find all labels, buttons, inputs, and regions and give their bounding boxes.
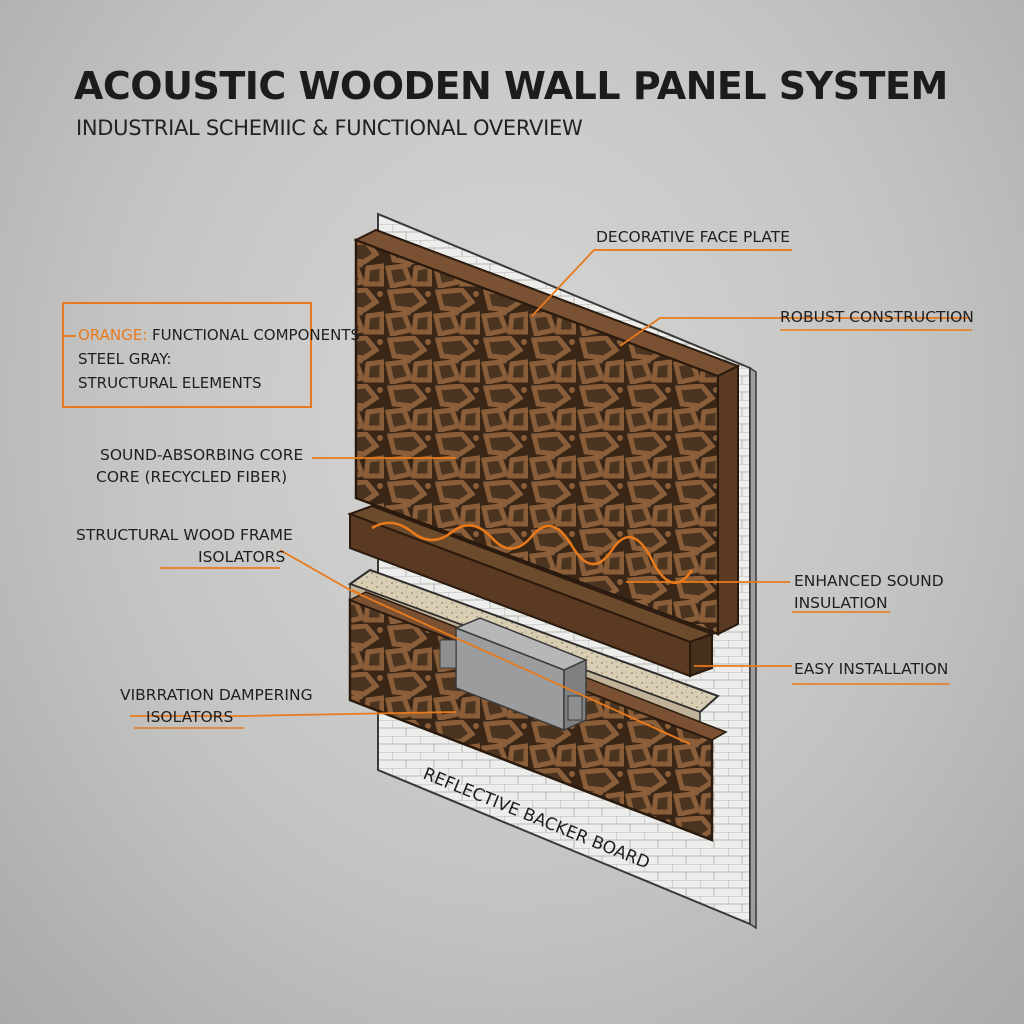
- callout-core-line1: SOUND-ABSORBING CORE: [100, 446, 304, 464]
- callout-leaders: [62, 249, 970, 745]
- callout-frame-line2: ISOLATORS: [198, 548, 286, 566]
- callout-core-line2: CORE (RECYCLED FIBER): [96, 468, 288, 486]
- page-subtitle: INDUSTRIAL SCHEMIIC & FUNCTIONAL OVERVIE…: [76, 116, 583, 140]
- callout-frame-line1: STRUCTURAL WOOD FRAME: [76, 526, 293, 544]
- callout-easy-installation: EASY INSTALLATION: [794, 660, 949, 678]
- legend-orange-text: FUNCTIONAL COMPONENTS: [147, 326, 361, 344]
- callout-vibration-line2: ISOLATORS: [146, 708, 234, 726]
- page-title: ACOUSTIC WOODEN WALL PANEL SYSTEM: [74, 64, 948, 108]
- legend-orange-key: ORANGE:: [78, 326, 148, 344]
- color-legend: ORANGE: FUNCTIONAL COMPONENTS STEEL GRAY…: [62, 302, 360, 408]
- decorative-face-plate: [353, 228, 741, 636]
- vibration-isolator-block: [439, 617, 588, 732]
- callout-robust-construction: ROBUST CONSTRUCTION: [780, 308, 974, 326]
- legend-gray-text: STRUCTURAL ELEMENTS: [78, 374, 262, 392]
- callout-enhanced-line2: INSULATION: [794, 594, 888, 612]
- legend-row-orange: ORANGE: FUNCTIONAL COMPONENTS: [78, 326, 360, 344]
- callout-vibration-line1: VIBRRATION DAMPERING: [120, 686, 313, 704]
- callout-face-plate: DECORATIVE FACE PLATE: [596, 228, 791, 246]
- callout-underlines: [134, 249, 972, 729]
- callout-enhanced-line1: ENHANCED SOUND: [794, 572, 944, 590]
- legend-gray-key: STEEL GRAY:: [78, 350, 172, 368]
